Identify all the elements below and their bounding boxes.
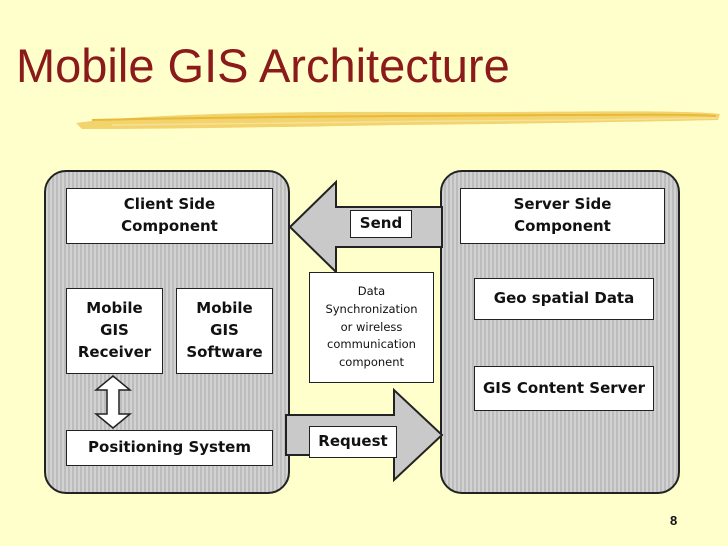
- request-label-box: Request: [309, 426, 397, 458]
- double-headed-arrow: [93, 375, 133, 429]
- gis-content-server-label: GIS Content Server: [482, 378, 646, 397]
- positioning-system-label: Positioning System: [88, 438, 251, 457]
- slide-title: Mobile GIS Architecture: [16, 39, 510, 92]
- positioning-system-box: Positioning System: [66, 430, 273, 466]
- client-side-header-label: Client Side Component: [121, 195, 218, 235]
- send-label: Send: [359, 214, 403, 233]
- data-sync-label: Data Synchronization or wireless communi…: [325, 283, 418, 370]
- gis-content-server-box: GIS Content Server: [474, 366, 654, 411]
- geo-spatial-data-label: Geo spatial Data: [493, 289, 635, 308]
- server-side-header-label: Server Side Component: [513, 195, 612, 235]
- title-underline-brush: [76, 111, 720, 129]
- mobile-gis-software-label: Mobile GIS Software: [186, 299, 263, 361]
- send-label-box: Send: [350, 210, 412, 238]
- page-number: 8: [670, 513, 678, 528]
- data-sync-box: Data Synchronization or wireless communi…: [309, 272, 434, 383]
- mobile-gis-receiver-box: Mobile GIS Receiver: [66, 288, 163, 374]
- request-label: Request: [318, 432, 388, 451]
- client-side-header-box: Client Side Component: [66, 188, 273, 244]
- geo-spatial-data-box: Geo spatial Data: [474, 278, 654, 320]
- mobile-gis-software-box: Mobile GIS Software: [176, 288, 273, 374]
- server-side-header-box: Server Side Component: [460, 188, 665, 244]
- mobile-gis-receiver-label: Mobile GIS Receiver: [77, 299, 152, 361]
